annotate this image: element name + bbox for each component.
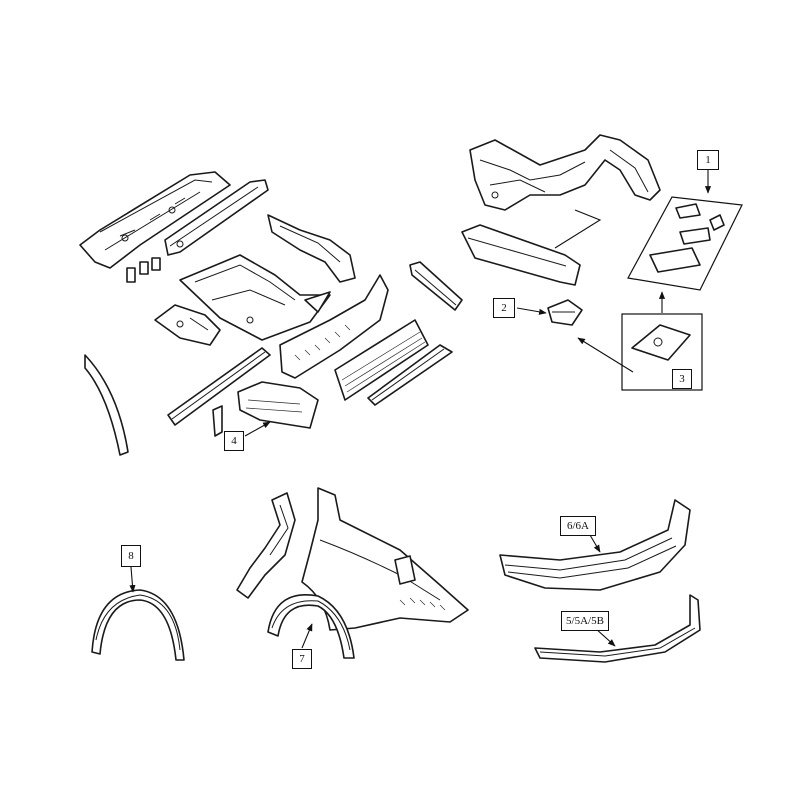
bumper-5 <box>534 594 701 663</box>
left-arch-edge <box>84 354 129 456</box>
callout-5-5a-5b: 5/5A/5B <box>561 611 609 631</box>
frame-leader <box>554 209 602 249</box>
callout-8: 8 <box>121 545 141 567</box>
floor-tunnel <box>461 224 581 286</box>
rear-floor-pan <box>179 254 331 341</box>
cross-member <box>164 179 269 256</box>
chassis-frame <box>469 134 661 211</box>
grille-panel <box>334 319 429 401</box>
callout-6-6a: 6/6A <box>560 516 596 536</box>
inset-1 <box>627 196 743 291</box>
rear-floor-rail <box>79 171 231 269</box>
callout-7: 7 <box>292 649 312 669</box>
quarter-inner-panel <box>236 492 296 599</box>
bracket-2 <box>547 299 583 326</box>
callout-3: 3 <box>672 369 692 389</box>
small-brackets <box>126 257 161 283</box>
wheelarch-upper-panel <box>267 214 356 283</box>
rear-quarter-panel <box>301 487 469 631</box>
sill-strip <box>167 347 271 426</box>
mounting-strip <box>409 261 463 311</box>
callout-1: 1 <box>697 150 719 170</box>
boot-floor-piece <box>237 381 319 429</box>
bracket-plate <box>154 304 221 346</box>
l-bracket <box>212 405 223 437</box>
gusset <box>304 291 331 313</box>
rear-valance <box>279 274 389 379</box>
wheel-arch-8 <box>91 589 185 661</box>
callout-4: 4 <box>224 431 244 451</box>
callout-2: 2 <box>493 298 515 318</box>
bumper-6 <box>499 499 691 591</box>
wheel-arch-7 <box>267 594 355 659</box>
bumper-strip <box>367 344 453 406</box>
